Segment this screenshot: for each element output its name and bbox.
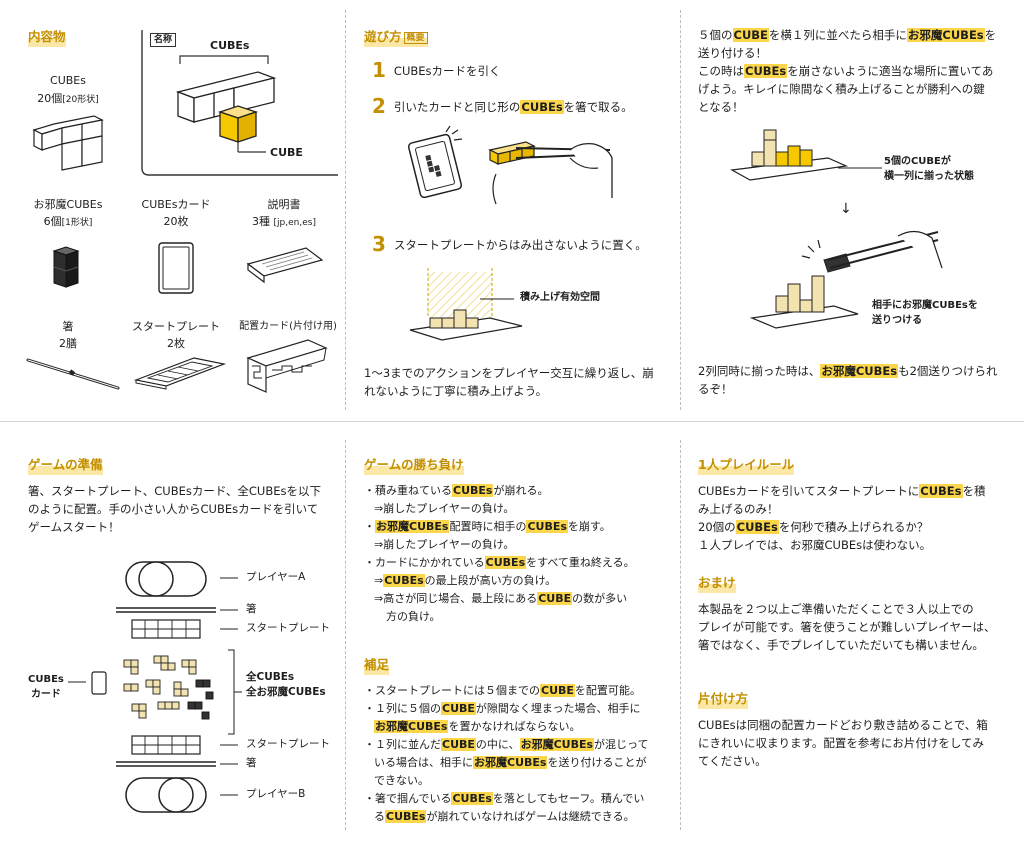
contents-heading: 内容物	[28, 26, 66, 47]
ojama-item-count: 6個[1形状]	[43, 215, 93, 228]
setup-text: 箸、スタートプレート、CUBEsカード、全CUBEsを以下のように配置。手の小さ…	[28, 484, 321, 534]
plate-item-title: スタートプレート	[132, 320, 220, 333]
stacking-space-label: 積み上げ有効空間	[520, 292, 600, 303]
cleanup-text: CUBEsは同梱の配置カードどおり敷き詰めることで、箱にきれいに収まります。配置…	[698, 718, 988, 768]
send-ojama-label: 相手にお邪魔CUBEsを送りつける	[872, 300, 978, 326]
label-chopsticks-bottom: 箸	[246, 757, 257, 769]
setup-heading: ゲームの準備	[28, 454, 103, 475]
winlose-list: ・積み重ねているCUBEsが崩れる。 ⇒崩したプレイヤーの負け。 ・お邪魔CUB…	[364, 484, 635, 623]
label-chopsticks-top: 箸	[246, 603, 257, 615]
cards-item-title: CUBEsカード	[141, 198, 211, 211]
column-divider-4	[680, 440, 681, 830]
setup-layout-diagram	[68, 561, 242, 813]
cubes-card-icon	[158, 242, 194, 294]
rules-paragraph-1: ５個のCUBEを横１列に並べたら相手にお邪魔CUBEsを 送り付ける！ この時は…	[698, 28, 997, 114]
column-divider-2	[680, 10, 681, 410]
solo-heading: 1人プレイルール	[698, 454, 795, 475]
cleanup-heading: 片付け方	[698, 688, 749, 709]
drawn-card-icon	[407, 125, 463, 199]
ojama-item-title: お邪魔CUBEs	[33, 198, 103, 211]
column-divider-1	[345, 10, 346, 410]
manual-icon	[246, 247, 324, 284]
manual-item-title: 説明書	[267, 198, 301, 211]
names-diagram	[141, 30, 338, 176]
diagram-name-tag: 名称	[150, 33, 177, 47]
winlose-heading: ゲームの勝ち負け	[364, 454, 464, 475]
label-plate-bottom: スタートプレート	[246, 738, 330, 750]
stacking-space-illustration	[409, 268, 523, 341]
diagram-cubes-label: CUBEs	[210, 39, 250, 52]
label-player-b: プレイヤーB	[246, 788, 306, 800]
placement-card-icon	[246, 339, 328, 393]
send-ojama-illustration	[749, 230, 943, 329]
chopsticks-item-title: 箸	[62, 320, 74, 333]
supplement-list: ・スタートプレートには５個までのCUBEを配置可能。 ・１列に５個のCUBEが隙…	[364, 684, 649, 823]
cubes-item-title: CUBEs	[50, 74, 86, 87]
manual-item-count: 3種 [jp,en,es]	[252, 215, 316, 228]
row-leader-line	[838, 167, 882, 169]
ojama-cube-icon	[52, 246, 80, 288]
diagram-cube-label: CUBE	[270, 146, 303, 159]
label-plate-top: スタートプレート	[246, 622, 330, 634]
cubes-piece-icon	[32, 115, 104, 171]
space-leader-line	[480, 298, 514, 300]
solo-text: CUBEsカードを引いてスタートプレートにCUBEsを積 み上げるのみ！ 20個…	[698, 484, 986, 552]
bonus-heading: おまけ	[698, 572, 736, 593]
plate-item-count: 2枚	[167, 337, 185, 350]
chopsticks-icon	[26, 358, 120, 390]
column-divider-3	[345, 440, 346, 830]
horizontal-divider	[0, 421, 1024, 422]
row-complete-label: 5個のCUBEが横一列に揃った状態	[884, 156, 974, 182]
row-complete-illustration	[730, 129, 849, 181]
chopsticks-grabbing-illustration	[488, 141, 613, 205]
rules-paragraph-2: 2列同時に揃った時は、お邪魔CUBEsも2個送りつけられ るぞ！	[698, 364, 998, 396]
howto-heading: 遊び方概要	[364, 26, 428, 47]
down-arrow-icon: ↓	[840, 201, 852, 217]
bonus-text: 本製品を２つ以上ご準備いただくことで３人以上でのプレイが可能です。箸を使うことが…	[698, 602, 996, 652]
cubes-item-count: 20個[20形状]	[37, 92, 99, 105]
label-player-a: プレイヤーA	[246, 571, 306, 583]
placecard-item-title: 配置カード(片付け用)	[239, 321, 337, 332]
supplement-heading: 補足	[364, 654, 390, 675]
start-plate-icon	[133, 357, 227, 390]
chopsticks-item-count: 2膳	[59, 337, 77, 350]
cards-item-count: 20枚	[163, 215, 189, 228]
howto-summary: 1〜3までのアクションをプレイヤー交互に繰り返し、崩れないように丁寧に積み上げよ…	[364, 366, 654, 398]
